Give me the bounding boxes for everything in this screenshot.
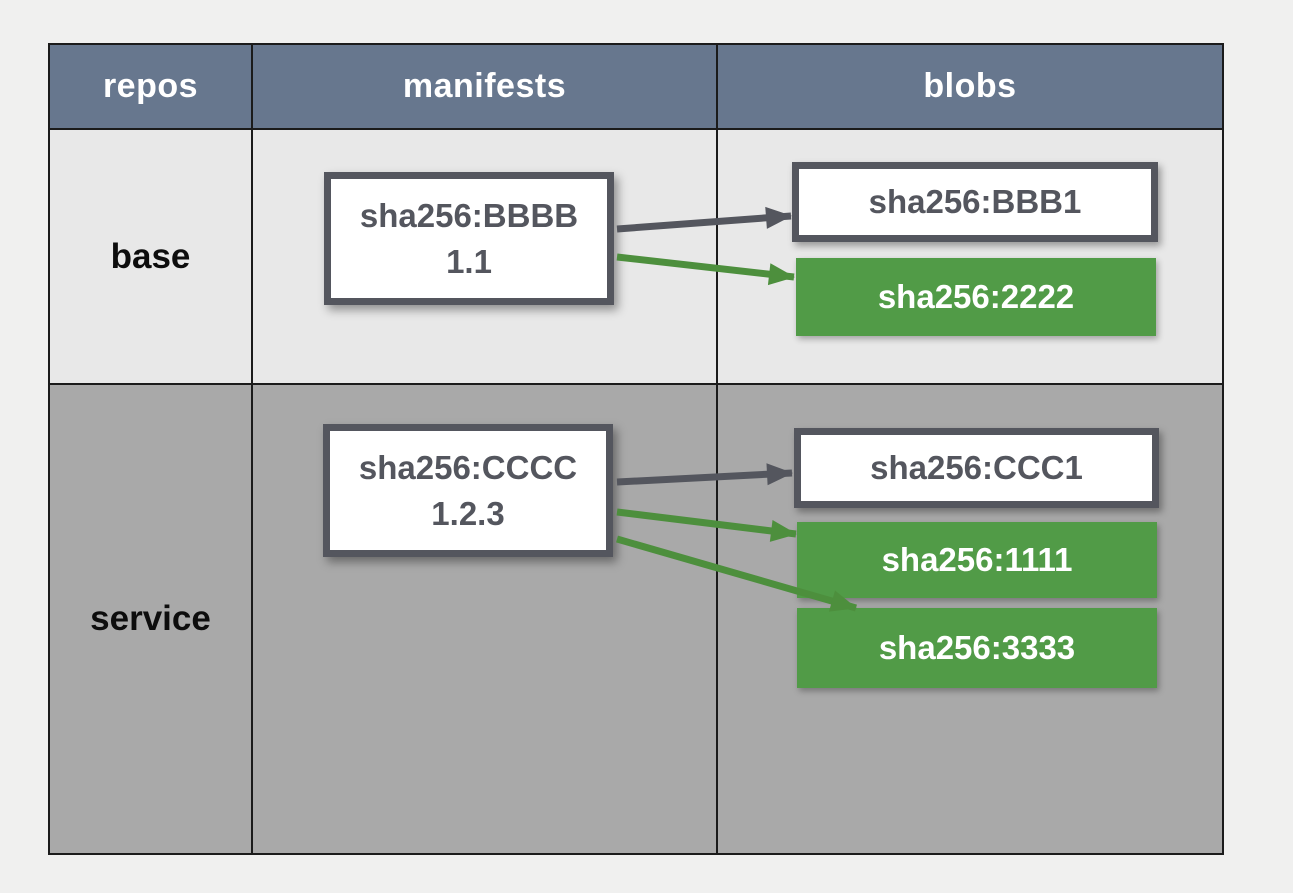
repo-cell-base: base xyxy=(50,130,253,385)
blob-box-bbb1: sha256:BBB1 xyxy=(792,162,1158,242)
column-header-repos: repos xyxy=(50,45,253,130)
blob-box-1111: sha256:1111 xyxy=(797,522,1157,598)
manifest-tag: 1.2.3 xyxy=(431,494,505,532)
blob-digest: sha256:3333 xyxy=(878,629,1076,666)
repo-cell-service: service xyxy=(50,385,253,853)
blob-box-3333: sha256:3333 xyxy=(797,608,1157,688)
blob-digest: sha256:BBB1 xyxy=(868,183,1082,220)
manifest-tag: 1.1 xyxy=(446,242,492,280)
column-header-repos-label: repos xyxy=(102,67,199,105)
repo-label-service: service xyxy=(90,599,211,638)
manifest-digest: sha256:BBBB xyxy=(359,196,579,234)
blob-box-ccc1: sha256:CCC1 xyxy=(794,428,1159,508)
column-header-blobs-label: blobs xyxy=(923,67,1017,105)
manifest-digest: sha256:CCCC xyxy=(358,448,578,486)
column-header-manifests-label: manifests xyxy=(402,67,567,105)
blob-digest: sha256:CCC1 xyxy=(870,449,1083,486)
blob-box-2222: sha256:2222 xyxy=(796,258,1156,336)
manifest-box-service: sha256:CCCC 1.2.3 xyxy=(323,424,613,557)
column-header-manifests: manifests xyxy=(253,45,718,130)
manifest-box-base: sha256:BBBB 1.1 xyxy=(324,172,614,305)
repo-label-base: base xyxy=(110,236,191,276)
blob-digest: sha256:2222 xyxy=(877,278,1075,315)
blob-digest: sha256:1111 xyxy=(881,541,1073,578)
column-header-blobs: blobs xyxy=(718,45,1222,130)
